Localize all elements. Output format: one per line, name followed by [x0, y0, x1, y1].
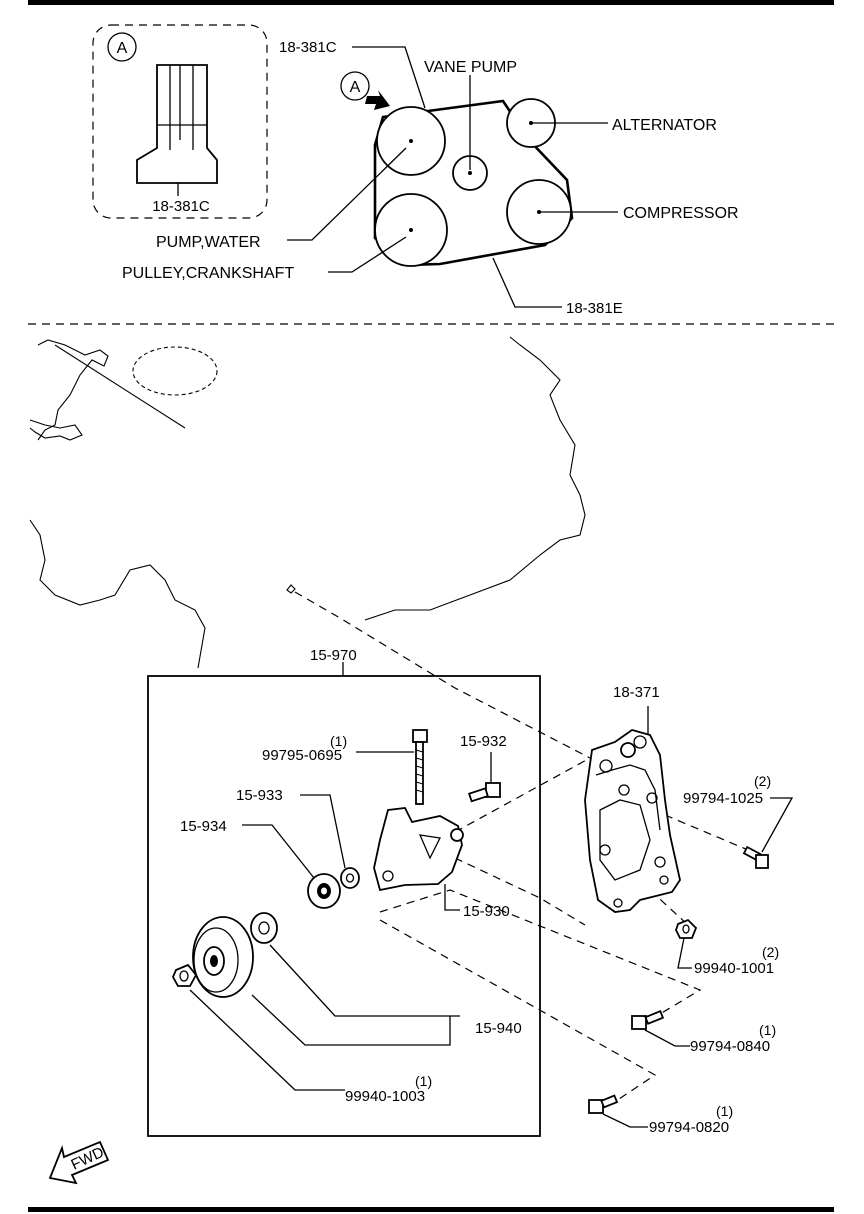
- alternator-label: ALTERNATOR: [612, 117, 717, 134]
- pulley-label: 15-940: [475, 1020, 522, 1037]
- bolt-top-qty: (1): [330, 733, 347, 749]
- nut-qty: (1): [415, 1073, 432, 1089]
- bolt-99794-0840: [631, 1010, 665, 1030]
- nut-right-qty: (2): [762, 944, 779, 960]
- nut-99940-1003: [171, 963, 198, 987]
- idler-pulley-15-940: [192, 916, 254, 998]
- mount-leader-2: [454, 757, 591, 833]
- belt-cross-section: [136, 64, 218, 184]
- detail-a-circle: [107, 32, 137, 62]
- mount-leader-5: [379, 919, 657, 1106]
- kit-label: 15-970: [310, 647, 357, 664]
- vane-pump-label: VANE PUMP: [424, 59, 517, 76]
- bolt-99794-0820: [588, 1094, 619, 1114]
- main-bracket-18-371: [584, 729, 681, 913]
- top-border: [28, 0, 834, 5]
- crankshaft-pulley-label: PULLEY,CRANKSHAFT: [122, 265, 294, 282]
- mount-leader-4: [379, 889, 702, 1021]
- bolt-top-label: 99795-0695: [262, 747, 342, 764]
- detail-a-box: [92, 24, 268, 219]
- mount-leader-6: [664, 814, 761, 856]
- view-arrow-icon: [365, 90, 390, 110]
- main-bracket-label: 18-371: [613, 684, 660, 701]
- bracket-label: 15-930: [463, 903, 510, 920]
- water-pump-label: PUMP,WATER: [156, 234, 261, 251]
- bolt-mid-label: 99794-0840: [690, 1038, 770, 1055]
- view-a-circle: [340, 71, 370, 101]
- bolt-right-qty: (2): [754, 773, 771, 789]
- belt-upper-label: 18-381C: [279, 39, 337, 56]
- washer-15-933: [340, 867, 360, 889]
- bracket-15-930: [373, 807, 464, 892]
- stud-label: 15-932: [460, 733, 507, 750]
- spacer-label: 15-934: [180, 818, 227, 835]
- compressor-label: COMPRESSOR: [623, 205, 739, 222]
- stud-15-932: [468, 782, 501, 803]
- washer-label: 15-933: [236, 787, 283, 804]
- bearing-15-940: [250, 912, 278, 944]
- nut-label: 99940-1003: [345, 1088, 425, 1105]
- engine-outline: [29, 336, 586, 669]
- bolt-low-label: 99794-0820: [649, 1119, 729, 1136]
- kit-box: [147, 675, 541, 1137]
- mount-leader-7: [649, 889, 689, 926]
- bolt-99795-0695: [412, 729, 428, 805]
- belt-routing-view: A 18-381C A 18: [92, 24, 739, 317]
- detail-part-label: 18-381C: [152, 198, 210, 215]
- bolt-right-label: 99794-1025: [683, 790, 763, 807]
- nut-99940-1001: [675, 918, 698, 939]
- mount-leader-1: [294, 591, 591, 759]
- bottom-border: [28, 1207, 834, 1212]
- nut-right-label: 99940-1001: [694, 960, 774, 977]
- bolt-low-qty: (1): [716, 1103, 733, 1119]
- belt-lower-label: 18-381E: [566, 300, 623, 317]
- fwd-arrow-icon: FWD: [48, 1140, 110, 1185]
- bolt-99794-1025: [742, 845, 769, 869]
- mount-leader-3: [454, 857, 586, 926]
- view-a-letter: A: [350, 79, 361, 96]
- bolt-mid-qty: (1): [759, 1022, 776, 1038]
- detail-a-letter: A: [117, 40, 128, 57]
